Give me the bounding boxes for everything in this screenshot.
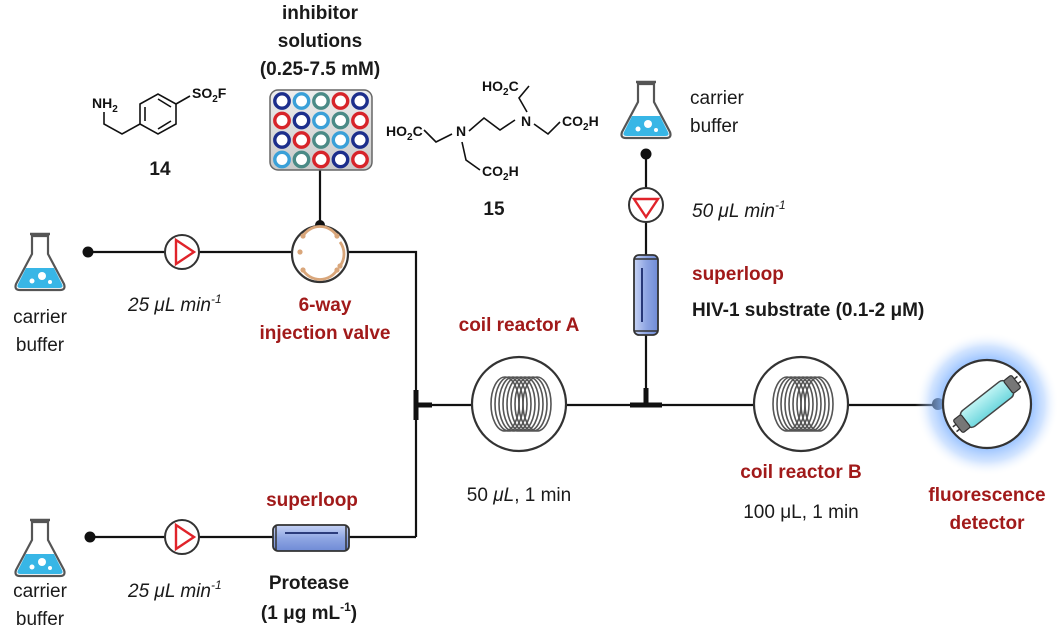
- superloop-content: (1 μg mL-1): [261, 600, 357, 624]
- compound-14-structure: NH2 SO2F 14: [92, 85, 227, 180]
- carboxyl-label: CO2H: [482, 163, 519, 183]
- valve-label: 6-way: [299, 295, 352, 316]
- well-icon: [312, 131, 330, 149]
- pump-rate-label: 25 μL min-1: [127, 292, 222, 316]
- coil-winding: [780, 376, 810, 432]
- superloop-right: [633, 254, 659, 336]
- coil-reactor-label: coil reactor B: [740, 462, 861, 483]
- well-icon: [273, 150, 291, 169]
- carboxyl-label: CO2H: [562, 113, 599, 133]
- nitrogen-label: N: [456, 123, 466, 139]
- carrier-buffer-label: carrier: [13, 307, 68, 328]
- pump-rate-label: 50 μL min-1: [692, 198, 786, 222]
- tee-junction-right: [630, 388, 662, 408]
- pump-top: [164, 234, 200, 270]
- well-icon: [273, 111, 291, 130]
- coil-winding: [498, 376, 528, 432]
- coil-winding: [804, 376, 834, 432]
- sulfonyl-fluoride-label: SO2F: [192, 85, 227, 105]
- well-icon: [273, 92, 291, 110]
- well-icon: [351, 150, 369, 169]
- coil-winding: [518, 376, 548, 432]
- superloop-content: HIV-1 substrate (0.1-2 μM): [692, 300, 924, 321]
- superloop-label: superloop: [266, 490, 358, 511]
- well-icon: [292, 92, 311, 110]
- superloop-bottom: [272, 524, 350, 552]
- carrier-buffer-label: buffer: [16, 609, 65, 630]
- pump-bottom: [164, 519, 200, 555]
- well-icon: [292, 131, 311, 149]
- well-icon: [292, 111, 311, 130]
- tube-valve-to-tee: [348, 250, 418, 537]
- coil-reactor-spec: 100 μL, 1 min: [743, 502, 859, 523]
- coil-windings: [490, 376, 552, 432]
- coil-winding: [784, 376, 814, 432]
- carrier-buffer-label: buffer: [690, 116, 739, 137]
- carrier-buffer-label: buffer: [16, 335, 65, 356]
- flask-icon: [14, 518, 66, 578]
- well-icon: [331, 92, 350, 110]
- inhibitor-label: inhibitor: [282, 3, 359, 24]
- compound-number: 14: [149, 159, 171, 180]
- port-dot: [84, 531, 96, 543]
- carboxyl-label: HO2C: [482, 78, 519, 98]
- superloop-label: superloop: [692, 264, 784, 285]
- well-icon: [351, 111, 369, 130]
- pump-rate-label: 25 μL min-1: [127, 578, 222, 602]
- coil-winding: [510, 376, 540, 432]
- well-icon: [351, 131, 369, 149]
- coil-reactor-label: coil reactor A: [459, 315, 580, 336]
- well-icon: [273, 131, 291, 149]
- coil-winding: [502, 376, 532, 432]
- well-icon: [292, 150, 311, 169]
- detector-label: detector: [950, 513, 1026, 534]
- nitrogen-label: N: [521, 113, 531, 129]
- port-dot: [640, 148, 652, 160]
- well-icon: [312, 150, 330, 169]
- fluorescence-detector: [915, 332, 1059, 476]
- carrier-buffer-label: carrier: [13, 581, 68, 602]
- coil-winding: [522, 376, 552, 432]
- flask-icon: [620, 80, 672, 140]
- tee-junction-left: [413, 390, 432, 420]
- well-grid: [273, 92, 369, 169]
- inhibitor-concentration: (0.25-7.5 mM): [260, 59, 380, 80]
- pump-arrow-icon: [174, 522, 197, 552]
- coil-reactor-b: [752, 355, 850, 453]
- well-icon: [312, 92, 330, 110]
- coil-winding: [514, 376, 544, 432]
- coil-winding: [800, 376, 830, 432]
- well-icon: [331, 131, 350, 149]
- well-icon: [351, 92, 369, 110]
- flask-icon: [14, 232, 66, 292]
- coil-winding: [796, 376, 826, 432]
- compound-15-structure: N N HO2C HO2C CO2H CO2H 15: [386, 78, 599, 220]
- carboxyl-label: HO2C: [386, 123, 423, 143]
- port-dot: [82, 246, 94, 258]
- detector-label: fluorescence: [928, 485, 1045, 506]
- inhibitor-label: solutions: [278, 31, 362, 52]
- coil-reactor-a: [470, 355, 568, 453]
- coil-reactor-spec: 50 μL, 1 min: [467, 485, 571, 506]
- pump-right: [628, 187, 664, 223]
- valve-label: injection valve: [260, 323, 391, 344]
- amine-label: NH2: [92, 95, 118, 115]
- pump-arrow-icon: [174, 237, 197, 267]
- superloop-content: Protease: [269, 573, 349, 594]
- well-icon: [331, 111, 350, 130]
- coil-winding: [788, 376, 818, 432]
- coil-windings: [772, 376, 834, 432]
- well-icon: [331, 150, 350, 169]
- coil-winding: [792, 376, 822, 432]
- coil-winding: [506, 376, 536, 432]
- well-icon: [312, 111, 330, 130]
- inhibitor-plate: [269, 89, 373, 171]
- pump-arrow-icon: [631, 197, 661, 220]
- compound-number: 15: [483, 199, 505, 220]
- carrier-buffer-label: carrier: [690, 88, 745, 109]
- injection-valve: [290, 224, 350, 284]
